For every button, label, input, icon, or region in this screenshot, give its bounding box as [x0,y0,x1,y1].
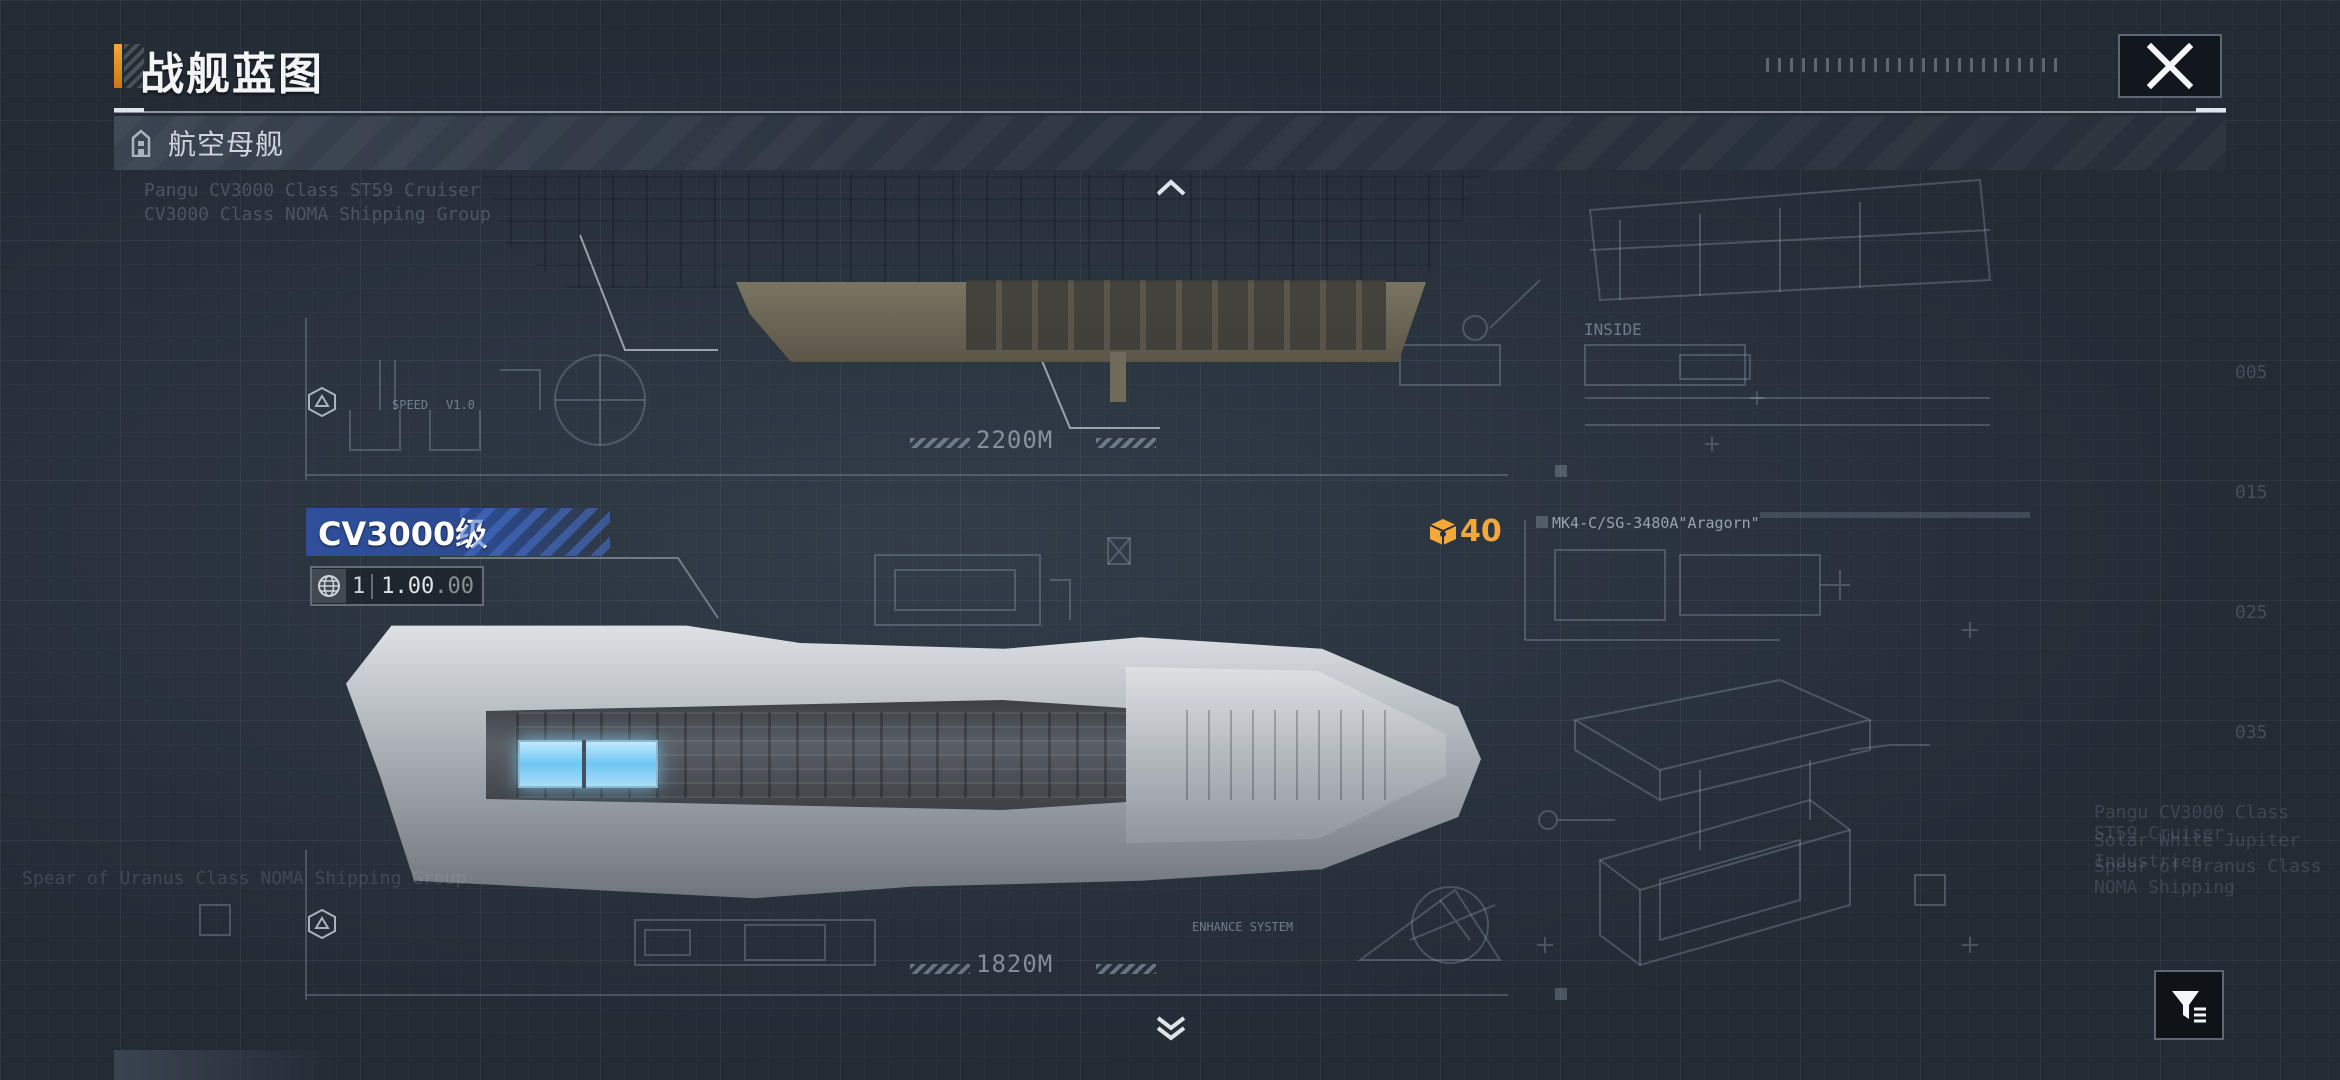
ship-class-name: CV3000级 [318,515,488,553]
header-divider-tick-right [2196,108,2226,112]
hexagon-marker-icon-lower [306,908,338,940]
ship-upper-watermark-1: Pangu CV3000 Class ST59 Cruiser [144,180,480,201]
scroll-down-arrow-icon[interactable] [1154,1014,1188,1042]
length-marker-stripes [910,438,970,448]
title-accent-bar [114,44,122,88]
ship-card-upper[interactable]: Pangu CV3000 Class ST59 Cruiser CV3000 C… [144,172,1642,482]
filter-button[interactable] [2154,970,2224,1040]
ship-stat-box: 1 1.00.00 [310,566,484,606]
close-icon [2147,43,2193,89]
ship-upper-watermark-2: CV3000 Class NOMA Shipping Group [144,204,491,225]
enhance-system-label: ENHANCE SYSTEM [1192,920,1294,934]
ship-length-label: 2200M [976,426,1054,454]
carrier-building-icon [128,128,154,158]
ship-upper-spec-label-1: SPEED [392,398,429,412]
ship-render-upper-antenna [1110,352,1126,402]
ship-upper-spec-label-2: V1.0 [446,398,475,412]
ship-render-upper-dark-module [966,280,1386,350]
length-marker-stripes-lower-right [1096,964,1156,974]
length-marker-stripes-right [1096,438,1156,448]
ship-render-lower-bow-detail [1186,710,1386,800]
right-watermark-1: Pangu CV3000 Class ST59 Cruiser [2094,802,2290,844]
next-category-bar-peek [114,1050,334,1080]
ship-render-upper [442,174,1482,288]
ship-upper-inside-label: INSIDE [1584,320,1642,339]
category-bar[interactable]: 航空母舰 [114,116,2226,170]
ship-lower-watermark-left: Spear of Uranus Class NOMA Shipping Grou… [22,868,467,889]
ship-stat-value-dim: .00 [434,573,474,599]
ship-cost: 40 [1428,514,1502,549]
cost-crate-icon [1429,518,1457,545]
ship-stat-value-main: 1.00 [381,573,435,599]
ship-stat-index: 1 [346,573,374,599]
svg-text:015: 015 [2235,482,2268,503]
header-tick-marks [1766,58,2066,72]
category-label: 航空母舰 [168,128,285,161]
svg-text:005: 005 [2235,362,2268,383]
svg-text:035: 035 [2235,722,2268,743]
close-button[interactable] [2118,34,2222,98]
svg-text:025: 025 [2235,602,2268,623]
title-accent-stripes [124,44,144,88]
ship-stat-value: 1.00.00 [373,574,482,599]
right-watermark-3: Spear of Uranus Class NOMA Shipping [2094,856,2322,898]
header-divider [114,111,2226,113]
ship-weapon-label: MK4-C/SG-3480A"Aragorn" [1552,514,1760,532]
hexagon-marker-icon [306,386,338,418]
ship-length-label-lower: 1820M [976,950,1054,978]
ship-cost-value: 40 [1460,514,1502,549]
ship-render-lower-glow-bay [518,740,658,788]
ship-class-badge-stripes [460,508,610,556]
filter-icon [2172,991,2206,1023]
ship-card-lower[interactable]: ENHANCE SYSTEM Spear of Uranus Class NOM… [22,600,1536,1020]
globe-icon [312,569,346,603]
page-title: 战舰蓝图 [140,49,324,100]
length-marker-stripes-lower-left [910,964,970,974]
ship-render-lower-glow-divider [582,740,586,788]
scroll-up-arrow-icon[interactable] [1154,176,1188,198]
header-divider-tick-left [114,108,144,112]
right-watermark-2: Solar White Jupiter Industries [2094,830,2300,872]
